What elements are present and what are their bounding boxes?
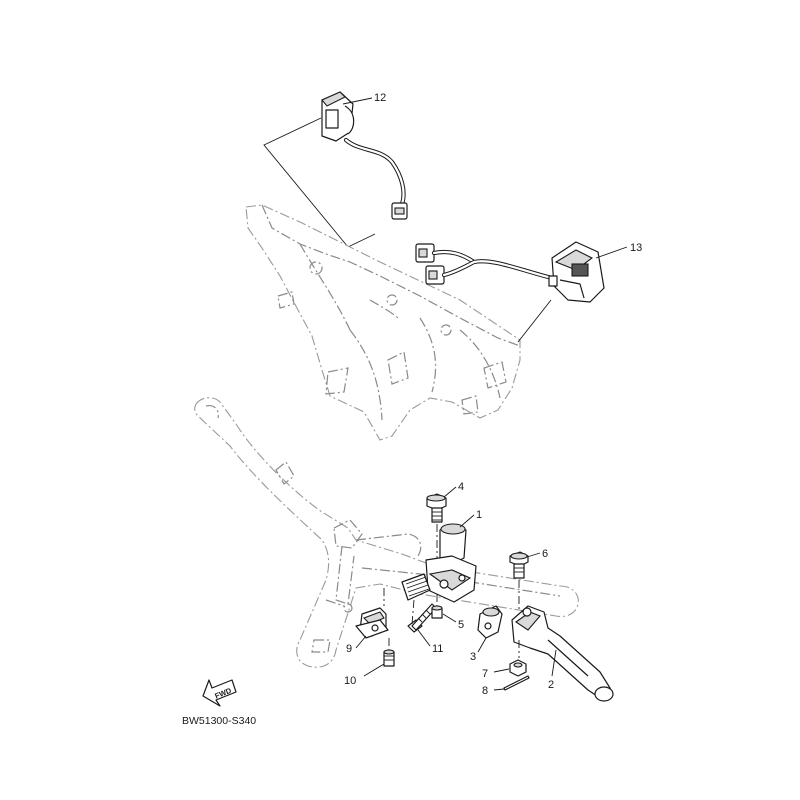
callout-7: 7: [482, 668, 488, 680]
diagram-code: BW51300-S340: [182, 715, 256, 727]
callout-10: 10: [344, 675, 356, 687]
leader-11: [417, 629, 431, 647]
callout-13: 13: [630, 242, 642, 254]
handlebar-phantom: [194, 397, 579, 668]
leader-13: [595, 246, 628, 259]
callout-6: 6: [542, 548, 548, 560]
handlebar-cover-phantom: [245, 204, 521, 441]
part-1-lever-holder: [425, 523, 477, 603]
callout-2: 2: [548, 679, 554, 691]
guide-line-12: [263, 117, 376, 248]
leader-8: [493, 688, 505, 691]
callout-12: 12: [374, 92, 386, 104]
part-13-handlebar-switch: [415, 241, 605, 303]
callout-3: 3: [470, 651, 476, 663]
part-11-clamp-and-screw: [401, 573, 437, 633]
callout-5: 5: [458, 619, 464, 631]
callout-1: 1: [476, 509, 482, 521]
part-12-flasher-relay: [321, 91, 408, 220]
leader-3: [477, 637, 487, 653]
part-7-nut: [509, 659, 527, 677]
part-3-collar: [477, 605, 503, 639]
leader-2: [551, 649, 557, 677]
leader-9: [355, 635, 367, 649]
leader-10: [363, 663, 385, 677]
part-2-lever: [511, 605, 614, 702]
guide-line-13: [517, 299, 552, 343]
leader-1: [459, 514, 475, 528]
leader-6: [526, 552, 541, 558]
part-6-bolt: [509, 551, 529, 579]
leader-5: [442, 613, 457, 623]
leader-7: [493, 668, 510, 673]
leader-4: [443, 486, 457, 498]
part-9-bracket: [355, 607, 389, 639]
fwd-arrow-icon: FWD: [202, 679, 237, 707]
part-5-washer: [431, 605, 443, 619]
callout-8: 8: [482, 685, 488, 697]
part-10-screw: [383, 649, 395, 667]
callout-4: 4: [458, 481, 464, 493]
part-8-pin: [503, 675, 530, 691]
callout-11: 11: [432, 643, 443, 655]
leader-12: [342, 97, 373, 105]
callout-9: 9: [346, 643, 352, 655]
part-4-bolt: [426, 493, 447, 523]
